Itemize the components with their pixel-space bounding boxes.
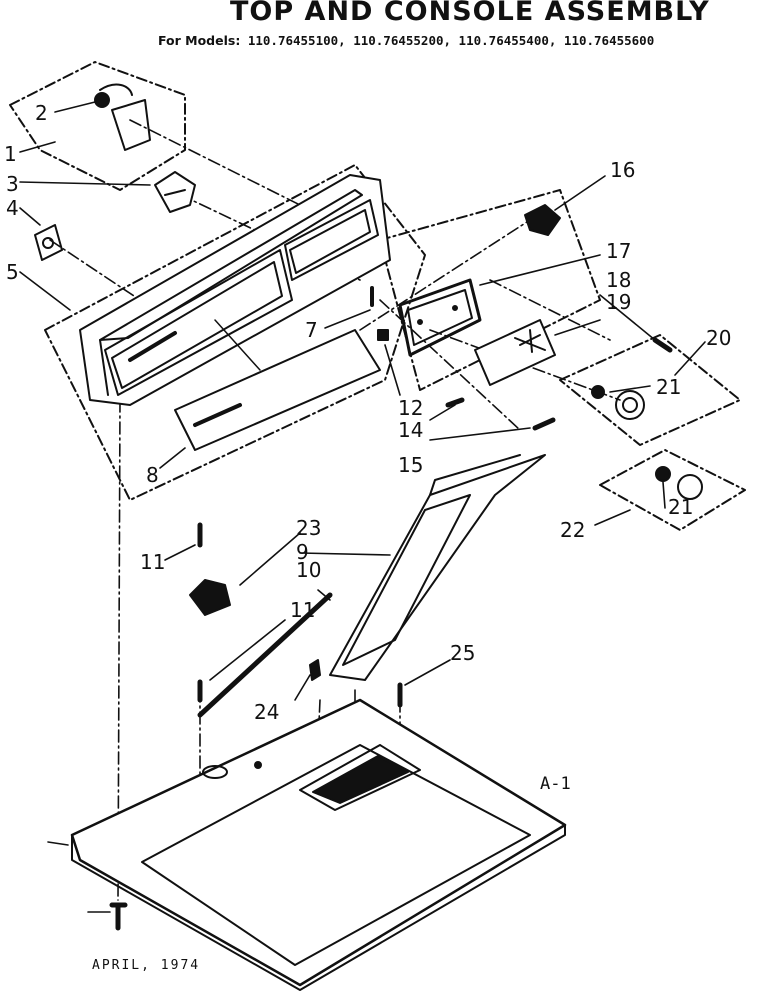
group-box-1 [9, 61, 186, 191]
part-22-knob [655, 466, 703, 500]
part-label-3: 3 [6, 172, 19, 196]
part-label-23: 23 [296, 516, 322, 540]
part-label-10: 10 [296, 558, 322, 582]
part-19-panel [474, 319, 556, 386]
part-3-block [154, 171, 196, 213]
part-label-1: 1 [4, 142, 17, 166]
group-box-5 [44, 164, 426, 501]
part-label-18: 18 [606, 268, 632, 292]
part-18-screw [652, 337, 673, 353]
bottom-screw [109, 902, 128, 931]
part-15-screw [532, 417, 556, 431]
part-23-switch [189, 579, 231, 616]
part-12-nut [377, 329, 389, 341]
diagram-title: TOP AND CONSOLE ASSEMBLY [230, 0, 710, 27]
part-label-2: 2 [35, 101, 48, 125]
part-label-14: 14 [398, 418, 424, 442]
part-24-clip [309, 659, 321, 681]
part-label-4: 4 [6, 196, 19, 220]
part-4-plate [34, 224, 63, 261]
models-line: For Models: 110.76455100, 110.76455200, … [158, 33, 654, 48]
part-label-8: 8 [146, 463, 159, 487]
part-label-16: 16 [610, 158, 636, 182]
part-label-7: 7 [305, 318, 318, 342]
part-label-21-upper: 21 [656, 375, 682, 399]
part-20-knob [591, 385, 645, 420]
part-14-screw [445, 397, 465, 408]
group-box-20 [559, 334, 741, 446]
part-2-harness [94, 83, 151, 151]
part-label-11-lower: 11 [290, 598, 316, 622]
part-label-21-lower: 21 [668, 495, 694, 519]
part-label-22: 22 [560, 518, 586, 542]
leader-lines [19, 101, 706, 913]
part-label-9: 9 [296, 540, 309, 564]
part-label-11-upper: 11 [140, 550, 166, 574]
part-9-housing [329, 454, 546, 681]
part-label-12: 12 [398, 396, 424, 420]
figure-id: A-1 [540, 774, 571, 794]
model-numbers: 110.76455100, 110.76455200, 110.76455400… [247, 33, 655, 48]
part-label-19: 19 [606, 290, 632, 314]
part-label-15: 15 [398, 453, 424, 477]
part-label-25: 25 [450, 641, 476, 665]
part-8-nameplate [174, 329, 381, 451]
part-label-24: 24 [254, 700, 280, 724]
part-label-17: 17 [606, 239, 632, 263]
group-box-22 [599, 449, 746, 531]
revision-date: APRIL, 1974 [92, 958, 201, 973]
part-label-20: 20 [706, 326, 732, 350]
part-10-rod [197, 592, 333, 718]
part-5-console [79, 174, 391, 406]
models-label: For Models: [158, 33, 241, 48]
part-label-5: 5 [6, 260, 19, 284]
dryer-top [70, 698, 567, 991]
part-17-bezel [398, 278, 482, 357]
part-16-clip [524, 204, 561, 236]
